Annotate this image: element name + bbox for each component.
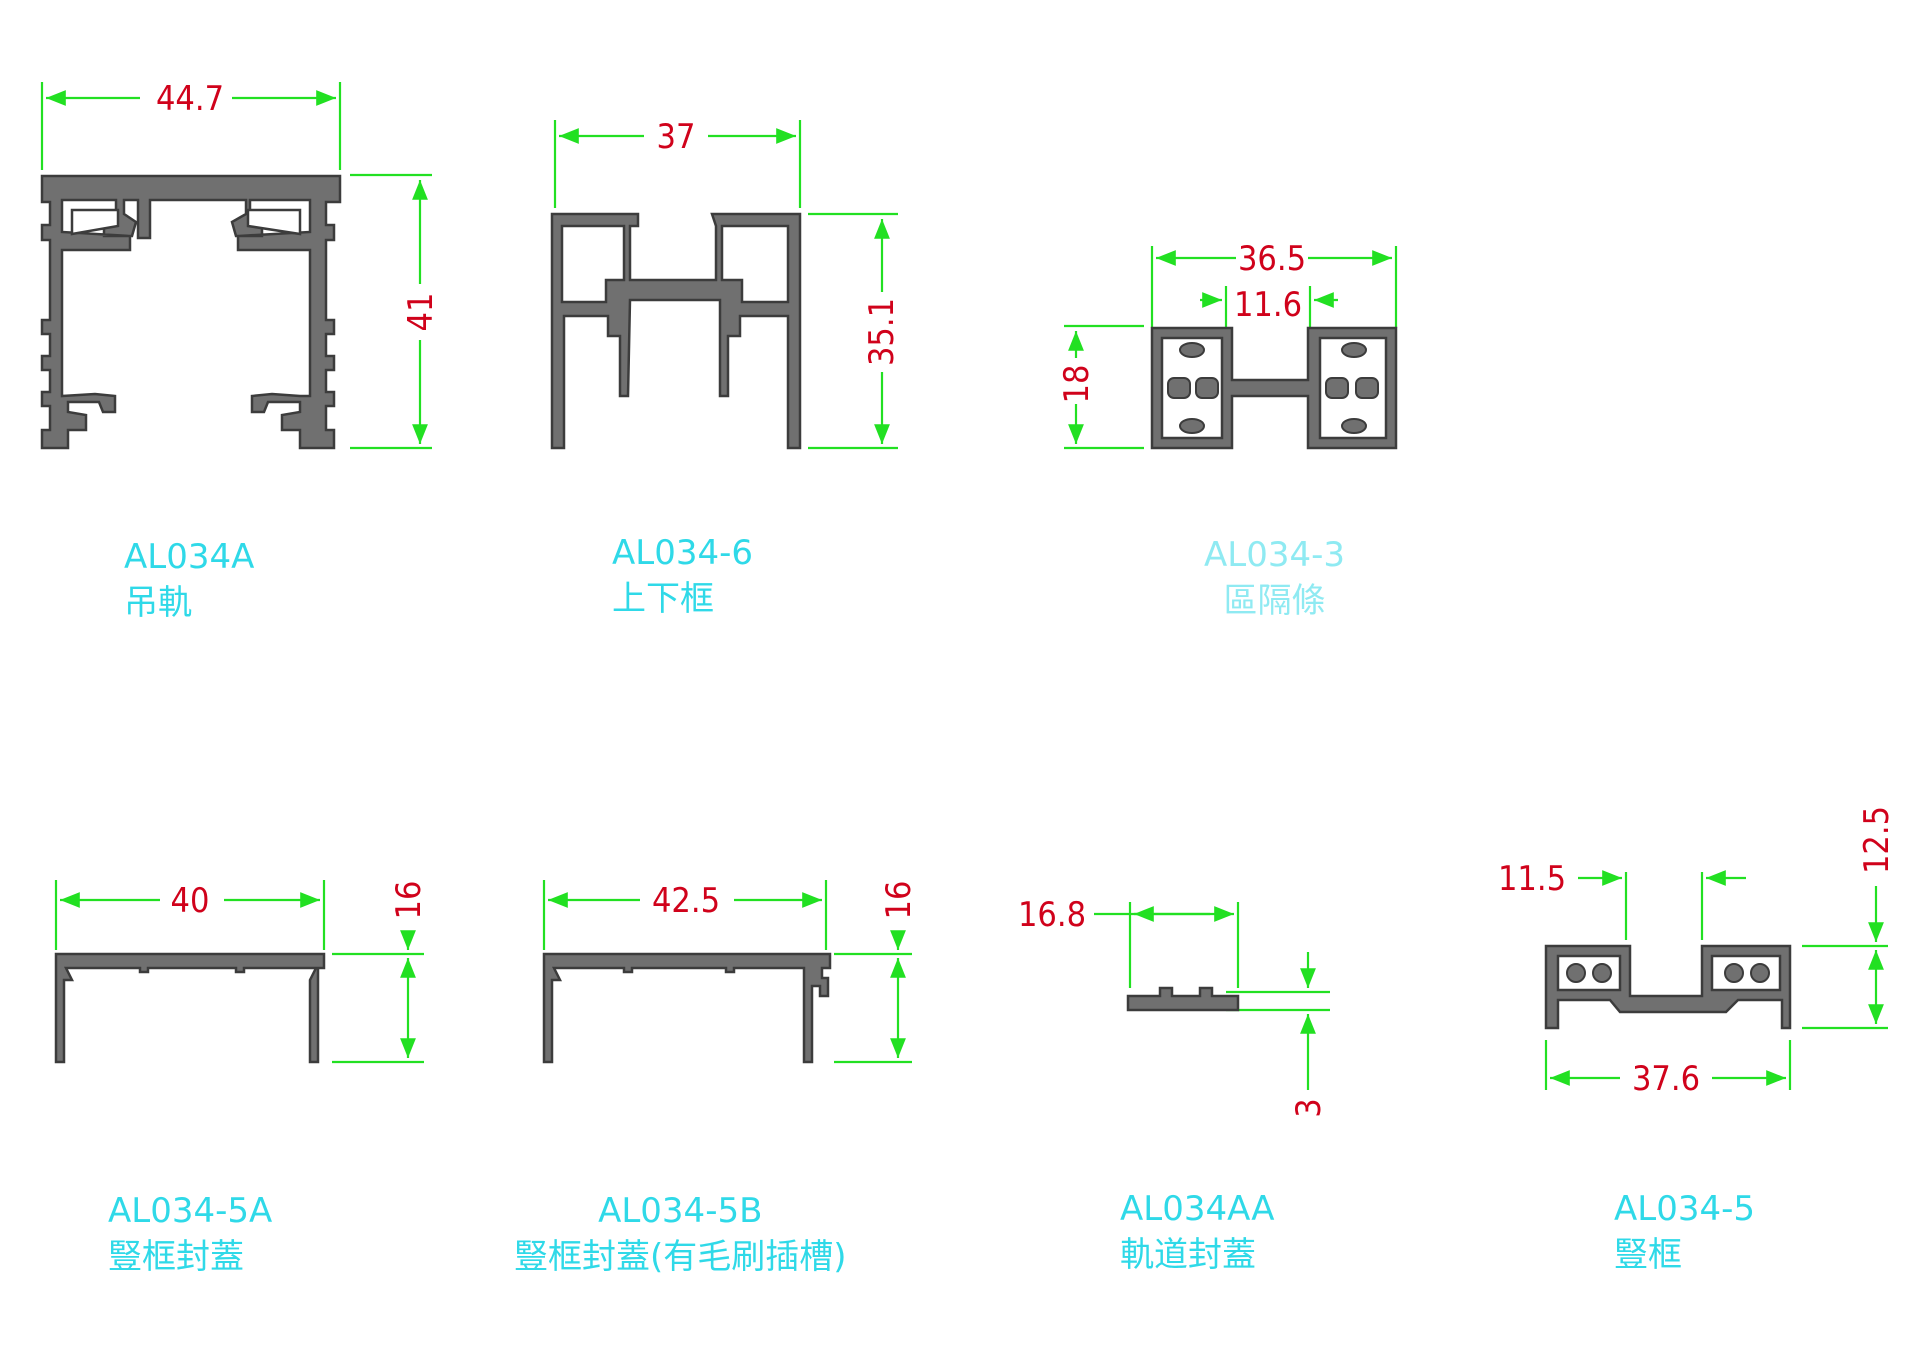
profile-al034-5: 11.5 12.5 37.6 [1498,806,1897,1099]
dim-lines-al034a [40,82,432,450]
profile-name: 豎框 [1614,1235,1682,1275]
profile-code: AL034-6 [612,533,753,573]
hole-al034-3-left [1160,336,1224,440]
profile-al034-5b: 42.5 16 [542,880,919,1064]
dim-height-al034aa: 3 [1289,1098,1329,1117]
dim-width-al034-5: 37.6 [1632,1059,1700,1099]
profile-code: AL034-5A [108,1191,273,1231]
label-al034-6: AL034-6 上下框 [612,530,753,622]
dim-height-al034-5b: 16 [879,881,919,920]
dim-inner-al034-3: 11.6 [1234,285,1302,325]
dim-lines-al034aa [1094,902,1330,1090]
profile-al034aa: 16.8 3 [1018,895,1330,1118]
label-al034a: AL034A 吊軌 [124,534,254,626]
profile-al034a: 44.7 41 [40,79,441,450]
hole-al034a-left [70,208,120,236]
profile-al034-6: 37 35.1 [550,117,902,450]
profile-name: 豎框封蓋 [108,1237,244,1277]
hole-al034a-right [246,208,302,236]
profile-code: AL034-3 [1204,535,1345,575]
profile-al034-3: 36.5 11.6 18 [1057,239,1398,450]
dim-slot-al034-5: 11.5 [1498,859,1566,899]
profile-name: 吊軌 [124,583,192,623]
dim-height-al034-5a: 16 [389,881,429,920]
profile-name: 上下框 [612,579,714,619]
dim-height-al034-3: 18 [1057,365,1097,404]
profile-name: 區隔條 [1223,581,1326,621]
label-al034-5a: AL034-5A 豎框封蓋 [108,1188,272,1280]
shape-al034-5b [542,952,832,1064]
dim-height-al034-5: 12.5 [1857,806,1897,874]
dim-lines-al034-5 [1544,870,1888,1090]
dim-width-al034aa: 16.8 [1018,895,1086,935]
profile-code: AL034-5B [598,1191,763,1231]
shape-al034aa [1126,986,1240,1012]
dim-lines-al034-6 [553,120,898,450]
profile-al034-5a: 40 16 [54,880,429,1064]
shape-al034a [40,174,342,450]
dim-height-al034a: 41 [401,293,441,332]
profile-code: AL034AA [1120,1189,1275,1229]
label-al034-3: AL034-3 區隔條 [1204,532,1345,624]
dim-height-al034-6: 35.1 [862,298,902,366]
profile-name: 豎框封蓋(有毛刷插槽) [514,1237,847,1277]
profile-name: 軌道封蓋 [1120,1235,1256,1275]
dim-width-al034-6: 37 [657,117,696,157]
dim-lines-al034-3 [1064,246,1398,450]
hole-al034-6-left [560,224,626,304]
dim-width-al034-5a: 40 [171,881,210,921]
dim-width-al034a: 44.7 [156,79,224,119]
hole-al034-3-right [1318,336,1388,440]
dim-width-al034-3: 36.5 [1238,239,1306,279]
fins-al034-3 [1167,342,1379,434]
dim-lines-al034-5a [54,880,424,1064]
hole-al034-6-right [720,224,790,304]
label-al034-5: AL034-5 豎框 [1614,1186,1755,1278]
label-al034-5b: AL034-5B 豎框封蓋(有毛刷插槽) [514,1188,847,1280]
profile-code: AL034A [124,537,255,577]
label-al034aa: AL034AA 軌道封蓋 [1120,1186,1275,1278]
profile-code: AL034-5 [1614,1189,1755,1229]
dim-width-al034-5b: 42.5 [652,881,720,921]
fins-al034-5 [1566,963,1770,983]
dim-lines-al034-5b [542,880,912,1064]
shape-al034-5a [54,952,326,1064]
